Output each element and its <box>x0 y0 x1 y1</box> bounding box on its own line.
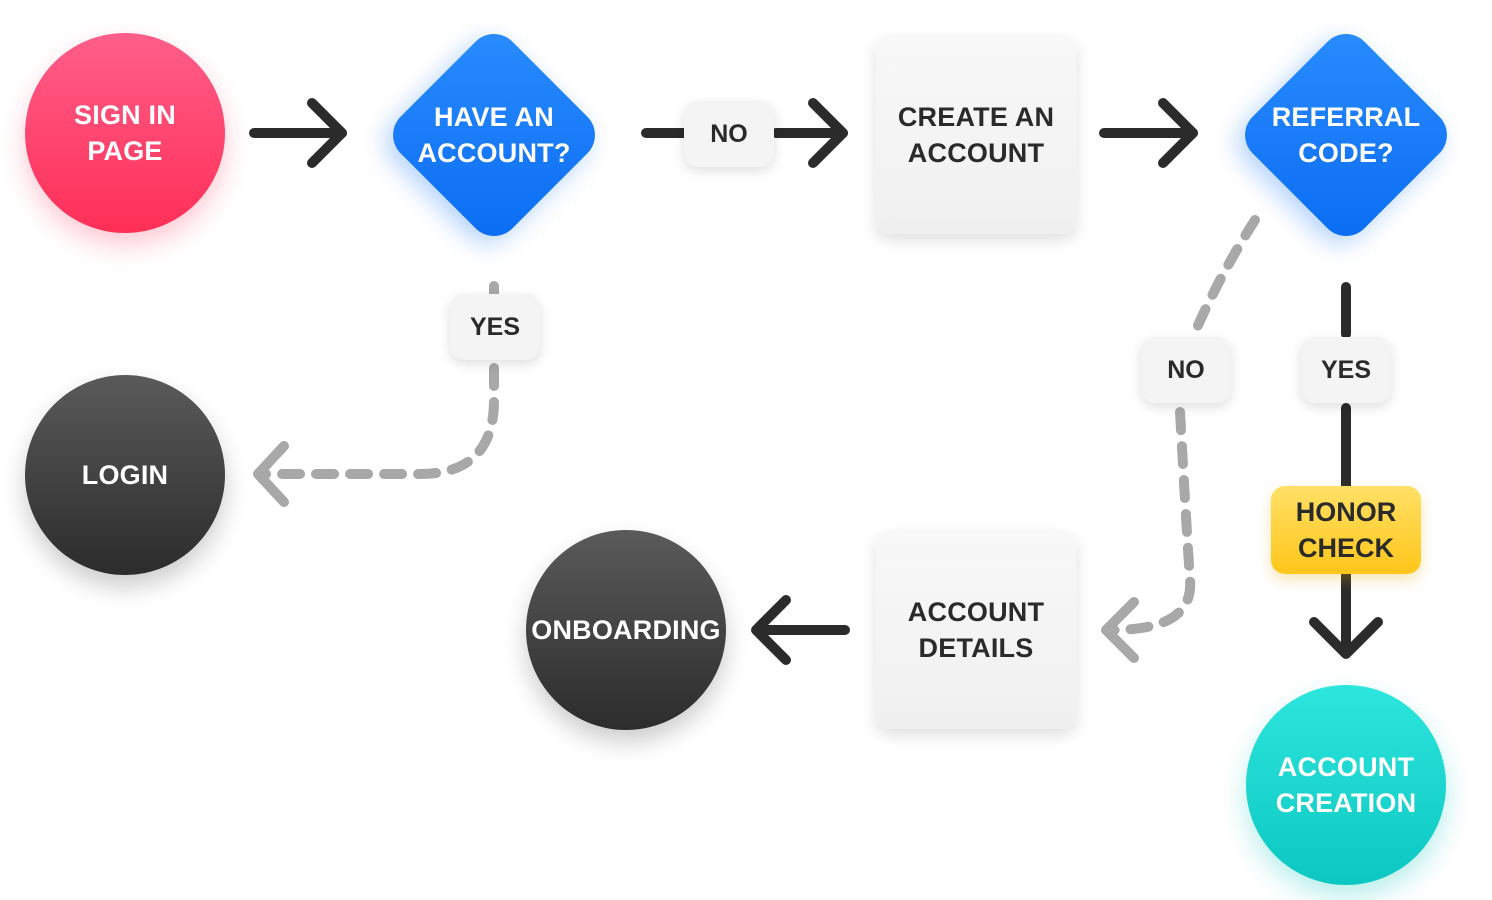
referral-no-label: NO <box>1141 337 1231 403</box>
referral-yes-text: YES <box>1320 355 1372 384</box>
create-account-node: CREATE AN ACCOUNT <box>876 36 1076 234</box>
referral-code-label: REFERRAL CODE? <box>1271 102 1421 168</box>
have-account-no-label: NO <box>684 101 774 167</box>
arrow-signin-to-have-account <box>249 98 347 168</box>
have-account-label: HAVE AN ACCOUNT? <box>417 102 571 168</box>
onboarding-label: ONBOARDING <box>531 615 721 645</box>
account-details-node: ACCOUNT DETAILS <box>876 531 1076 729</box>
honor-check-node: HONOR CHECK <box>1271 486 1421 574</box>
create-account-label: CREATE AN ACCOUNT <box>897 102 1055 168</box>
arrow-create-account-to-referral <box>1099 98 1198 168</box>
sign-in-page-label: SIGN IN PAGE <box>74 100 176 166</box>
have-account-node: HAVE AN ACCOUNT? <box>394 80 594 190</box>
arrow-account-details-to-onboarding <box>751 595 850 665</box>
arrow-honor-check-to-account-creation <box>1309 570 1383 659</box>
account-creation-label: ACCOUNT CREATION <box>1275 752 1417 818</box>
have-account-yes-label: YES <box>450 294 540 360</box>
referral-no-text: NO <box>1167 355 1205 384</box>
dashed-arrow-no-to-account-details <box>1101 215 1260 663</box>
account-details-label: ACCOUNT DETAILS <box>907 597 1045 663</box>
onboarding-node: ONBOARDING <box>526 530 726 730</box>
referral-code-node: REFERRAL CODE? <box>1246 80 1446 190</box>
account-creation-node: ACCOUNT CREATION <box>1246 685 1446 885</box>
have-account-yes-text: YES <box>469 312 521 341</box>
sign-in-page-node: SIGN IN PAGE <box>25 33 225 233</box>
login-node: LOGIN <box>25 375 225 575</box>
arrow-no-to-create-account <box>771 98 848 168</box>
referral-yes-label: YES <box>1301 337 1391 403</box>
have-account-no-text: NO <box>710 119 748 148</box>
honor-check-label: HONOR CHECK <box>1295 497 1397 563</box>
login-label: LOGIN <box>81 460 169 490</box>
